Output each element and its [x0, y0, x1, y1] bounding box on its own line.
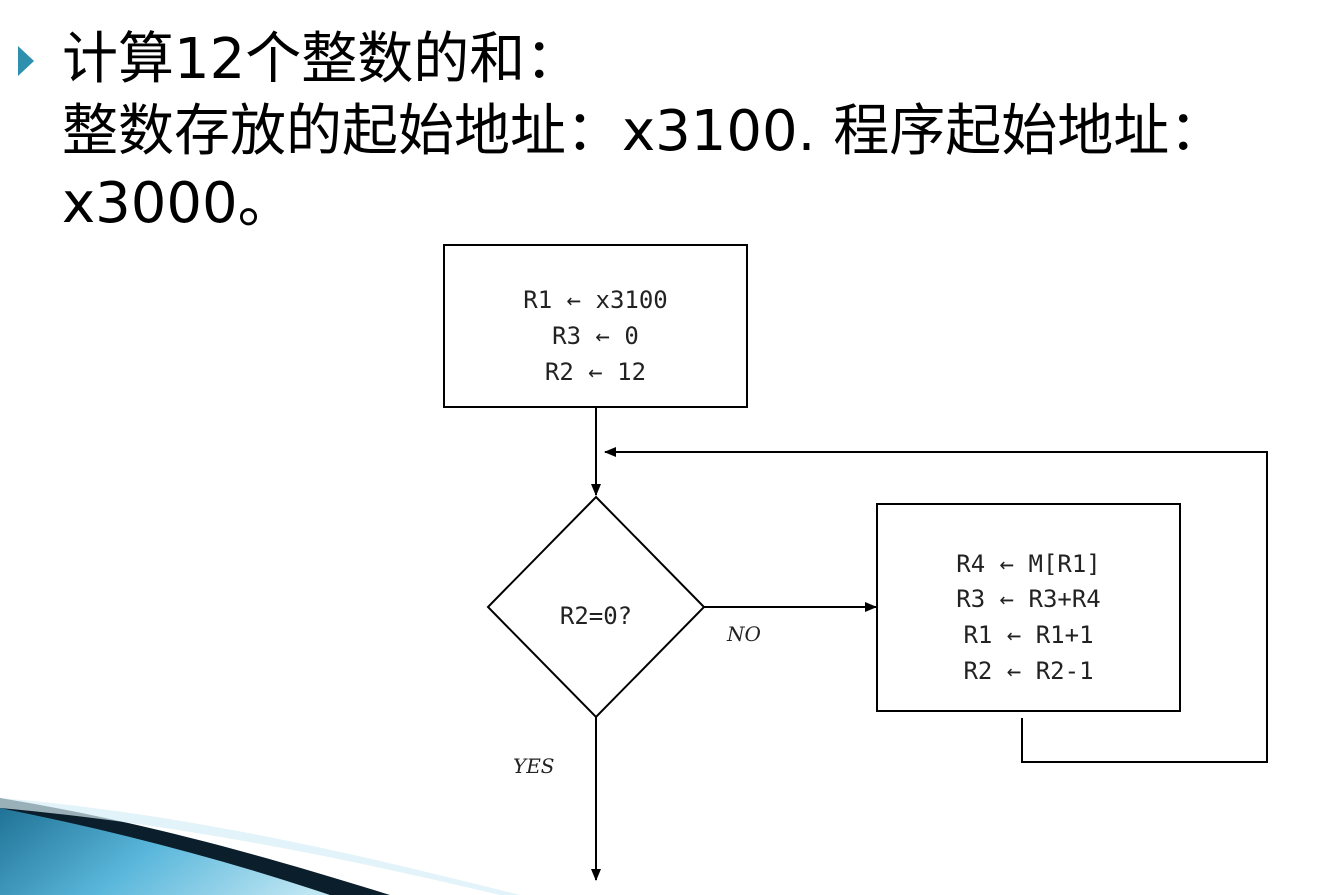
decorative-swoosh	[0, 798, 520, 895]
decision-label: R2=0?	[560, 602, 632, 630]
loop-process-box	[876, 503, 1181, 712]
init-process-box	[443, 244, 748, 408]
heading-line-3: x3000。	[62, 171, 294, 236]
yes-label: YES	[513, 754, 555, 778]
bullet-triangle-icon	[18, 46, 34, 76]
init-line-1: R1 ← x3100	[523, 286, 668, 314]
loop-line-4: R2 ← R2-1	[963, 657, 1093, 685]
arrow-loop-back	[604, 447, 1268, 763]
slide-heading: 计算12个整数的和： 整数存放的起始地址：x3100. 程序起始地址： x300…	[62, 24, 1332, 240]
heading-line-1: 计算12个整数的和：	[62, 27, 582, 92]
init-line-3: R2 ← 12	[545, 358, 646, 386]
loop-line-3: R1 ← R1+1	[963, 621, 1093, 649]
init-line-2: R3 ← 0	[552, 322, 639, 350]
loop-line-2: R3 ← R3+R4	[956, 585, 1101, 613]
no-label: NO	[726, 622, 761, 646]
loop-line-1: R4 ← M[R1]	[956, 550, 1101, 578]
heading-line-2: 整数存放的起始地址：x3100. 程序起始地址：	[62, 99, 1226, 164]
